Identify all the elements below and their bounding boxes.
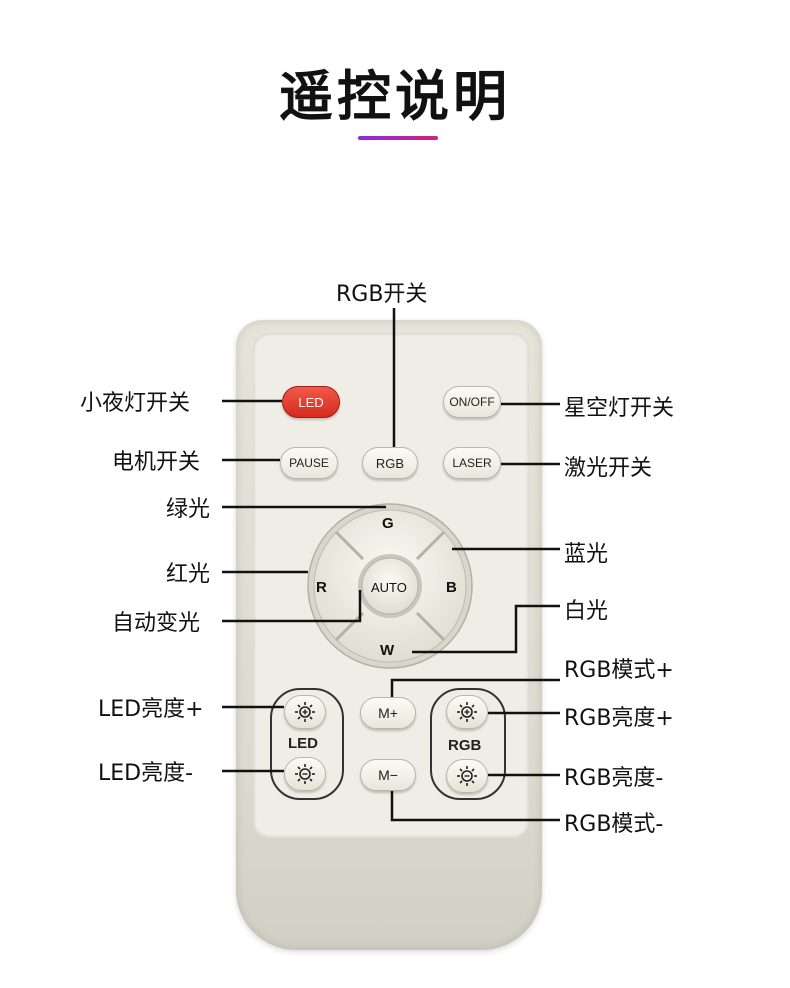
callout-led-plus: LED亮度+ [98,697,204,722]
rgb-brightness-group [430,688,506,800]
leader-mode-plus [390,678,560,697]
leader-auto [222,590,362,623]
r-button[interactable]: R [316,579,327,596]
rgb-button-label: RGB [375,455,405,471]
callout-auto: 自动变光 [112,611,201,636]
rgb-brightness-down-button[interactable] [446,759,488,793]
mode-minus-label: M− [378,767,398,783]
mode-minus-button[interactable]: M− [360,759,416,791]
title-accent-bar [358,136,438,140]
callout-mode-plus: RGB模式+ [564,658,674,683]
laser-button-label: LASER [452,456,492,470]
w-button[interactable]: W [380,642,395,659]
callout-laser: 激光开关 [564,456,653,481]
callout-night-light: 小夜灯开关 [80,391,191,416]
b-button[interactable]: B [446,579,457,596]
callout-red: 红光 [166,562,211,587]
page-title: 遥控说明 [279,65,511,128]
leader-mode-minus [390,791,560,822]
sun-minus-icon [295,764,315,784]
mode-plus-button[interactable]: M+ [360,697,416,729]
rgb-button[interactable]: RGB [362,447,418,479]
pause-button[interactable]: PAUSE [280,447,338,479]
sun-plus-icon [457,702,477,722]
led-brightness-group [270,688,344,800]
callout-blue: 蓝光 [564,542,609,567]
led-group-label: LED [288,735,318,752]
callout-led-minus: LED亮度- [98,761,194,786]
g-button[interactable]: G [382,515,394,532]
mode-plus-label: M+ [378,705,398,721]
sun-plus-icon [295,702,315,722]
callout-rgb-plus: RGB亮度+ [564,706,674,731]
color-dpad [307,503,473,669]
led-brightness-up-button[interactable] [284,695,326,729]
callout-green: 绿光 [166,497,211,522]
callout-white: 白光 [564,599,609,624]
callout-rgb-minus: RGB亮度- [564,766,664,791]
led-brightness-down-button[interactable] [284,757,326,791]
callout-rgb-switch: RGB开关 [336,282,428,307]
laser-button[interactable]: LASER [443,447,501,479]
led-button[interactable]: LED [282,386,340,418]
auto-button[interactable]: AUTO [371,580,407,595]
rgb-brightness-up-button[interactable] [446,695,488,729]
callout-mode-minus: RGB模式- [564,812,664,837]
led-button-label: LED [298,394,324,410]
callout-star-light: 星空灯开关 [564,396,675,421]
pause-button-label: PAUSE [289,456,329,470]
onoff-button-label: ON/OFF [449,395,495,409]
onoff-button[interactable]: ON/OFF [443,386,501,418]
rgb-group-label: RGB [448,737,482,754]
callout-motor: 电机开关 [112,450,201,475]
sun-minus-icon [457,766,477,786]
leader-white [412,604,560,654]
